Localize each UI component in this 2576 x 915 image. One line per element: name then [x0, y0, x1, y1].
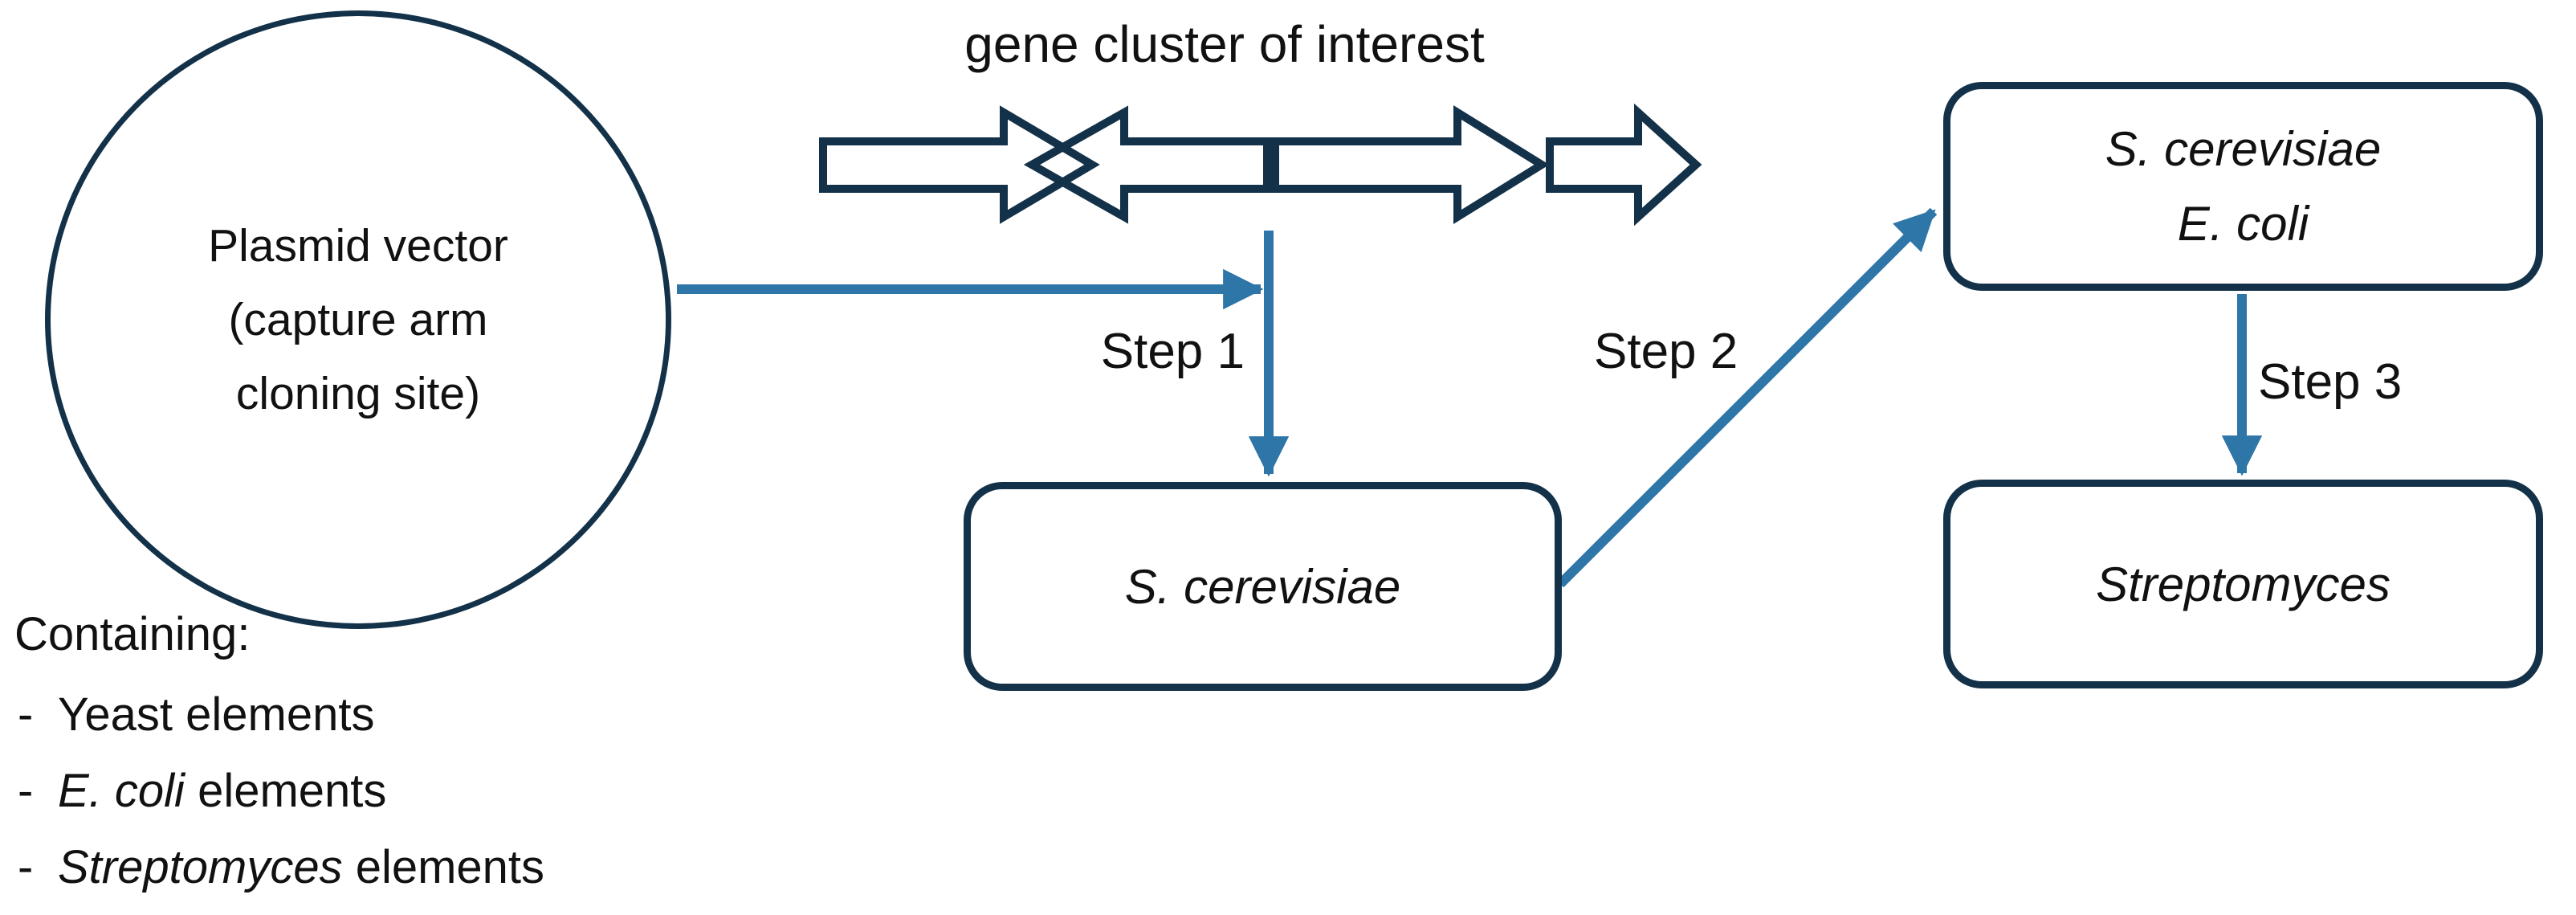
bullet-dash: - [18, 765, 34, 817]
gene-cluster-title: gene cluster of interest [964, 15, 1485, 73]
s-cerevisiae-label: S. cerevisiae [1124, 559, 1401, 614]
cerevisiae-to-ecoli-arrow [1556, 207, 1938, 588]
bullet-text-part: elements [342, 841, 545, 893]
streptomyces-label: Streptomyces [2096, 557, 2391, 611]
step2-label: Step 2 [1594, 324, 1738, 379]
step3-label: Step 3 [2258, 354, 2403, 410]
bullet-italic-part: E. coli [58, 765, 185, 817]
s-cerevisiae-node: S. cerevisiae [964, 482, 1562, 691]
e-coli-line: E. coli [2177, 197, 2309, 251]
step1-label: Step 1 [1100, 324, 1245, 379]
containing-title: Containing: [14, 608, 251, 660]
s-cerevisiae-e-coli-node: S. cerevisiae E. coli [1943, 82, 2543, 291]
s-cerevisiae-line: S. cerevisiae [2105, 122, 2382, 176]
list-item: - Yeast elements [18, 688, 374, 741]
bullet-italic-part: Streptomyces [58, 841, 343, 893]
streptomyces-node: Streptomyces [1943, 480, 2543, 688]
gene-arrow-right-1-icon [819, 105, 1100, 224]
bullet-dash: - [18, 841, 34, 893]
gene-arrow-right-4-icon [1546, 103, 1702, 227]
list-item: - E. coli elements [18, 764, 386, 818]
bullet-text-part: Yeast elements [58, 688, 375, 741]
bullet-text-part: elements [184, 765, 387, 817]
plasmid-vector-label: Plasmid vector (capture arm cloning site… [208, 219, 508, 420]
bullet-dash: - [18, 688, 34, 741]
list-item: - Streptomyces elements [18, 840, 544, 894]
gene-arrow-left-2-icon [1023, 105, 1271, 224]
plasmid-vector-node: Plasmid vector (capture arm cloning site… [45, 10, 671, 629]
gene-arrow-right-3-icon [1271, 105, 1550, 224]
